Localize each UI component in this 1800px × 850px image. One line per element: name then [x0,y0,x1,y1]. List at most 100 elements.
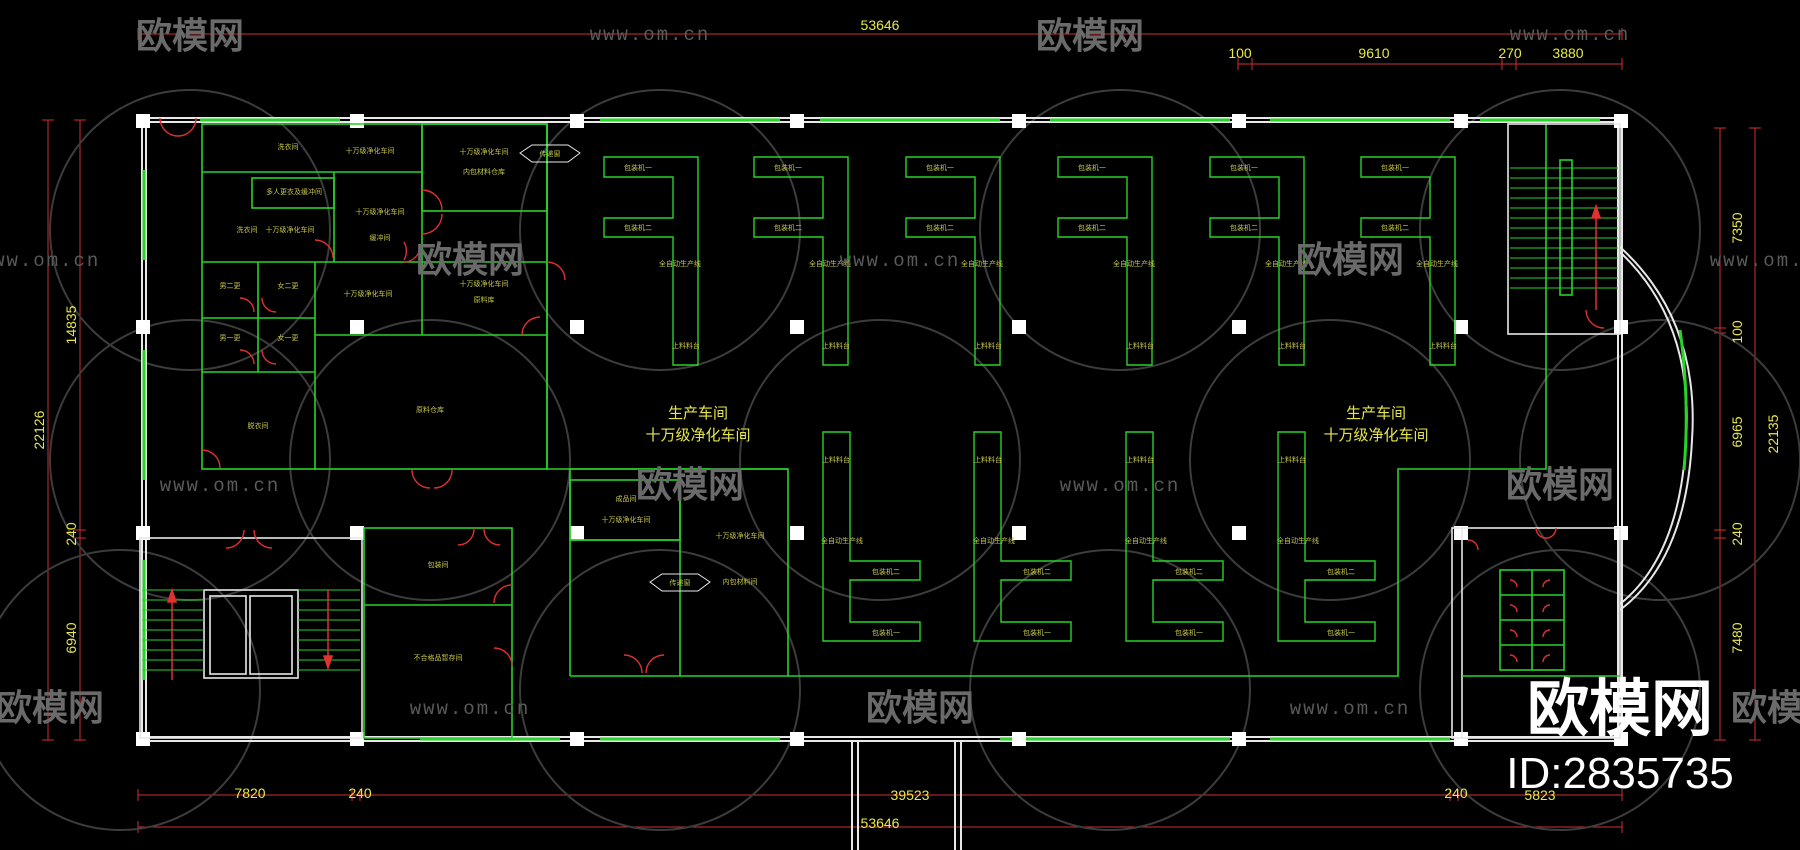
line-label: 包装机一 [1230,163,1258,172]
room-label: 男一更 [220,334,241,342]
dim-right-overall: 22135 [1765,414,1781,453]
room-label: 十万级净化车间 [460,279,509,288]
room-label: 缓冲间 [370,233,391,242]
room-label: 女一更 [278,333,299,342]
production-lines [603,156,1456,642]
dim-right-seg4: 240 [1729,522,1745,546]
room-label: 十万级净化车间 [716,531,765,540]
line-labels: 包装机一 包装机二 全自动生产线 上料料台 包装机一 包装机二 全自动生产线 上… [624,163,1458,637]
line-label: 全自动生产线 [1125,536,1167,545]
room-label: 脱衣间 [248,421,269,430]
watermark-brand: 欧模网 [1036,16,1144,57]
room-label: 十万级净化车间 [344,289,393,298]
line-label: 全自动生产线 [1416,259,1458,268]
watermark-circles [0,89,1800,831]
dim-right-seg3: 6965 [1729,416,1745,447]
room-label: 传递窗 [540,149,561,158]
watermark-brand: 欧模网 [1731,688,1800,729]
line-label: 包装机一 [926,163,954,172]
dim-bottom-seg1: 7820 [234,785,265,801]
watermark-url: www.om.cn [590,24,711,46]
watermark-brand: 欧模网 [636,465,744,506]
watermark-brand: 欧模网 [416,240,524,281]
hall-2-title: 生产车间 [1346,404,1406,422]
watermark-url: www.om.cn [160,475,281,497]
room-label: 原料仓库 [416,405,444,414]
interior-walls [139,123,1621,739]
room-label: 内包材料间 [723,577,758,586]
dim-top-seg3: 270 [1498,45,1522,61]
line-label: 上料料台 [1429,341,1457,350]
room-label: 洗衣间 [237,225,258,234]
dim-bottom-seg4: 240 [1444,785,1468,801]
room-label: 包装间 [428,560,449,569]
room-label: 多人更衣及缓冲间 [266,187,322,196]
dim-left-overall: 22126 [31,410,47,449]
line-label: 全自动生产线 [1265,259,1307,268]
line-label: 上料料台 [1126,341,1154,350]
watermark-url: www.om.cn [1710,250,1800,272]
line-label: 包装机一 [872,628,900,637]
watermark-brand: 欧模网 [866,688,974,729]
hall-1-subtitle: 十万级净化车间 [645,426,750,444]
room-label: 男二更 [220,282,241,290]
line-label: 上料料台 [1126,455,1154,464]
line-label: 包装机一 [1175,628,1203,637]
line-label: 包装机二 [1078,223,1106,232]
dim-bottom-seg2: 240 [348,785,372,801]
line-label: 上料料台 [822,455,850,464]
watermark-brand: 欧模网 [0,688,104,729]
dim-top-seg2: 9610 [1358,45,1389,61]
doors [159,117,1605,674]
line-label: 包装机二 [1175,567,1203,576]
line-label: 全自动生产线 [659,259,701,268]
line-label: 包装机一 [624,163,652,172]
room-label: 十万级净化车间 [460,147,509,156]
room-label: 十万级净化车间 [346,146,395,155]
line-label: 包装机二 [1230,223,1258,232]
hall-1-title: 生产车间 [668,404,728,422]
dim-right-seg1: 7350 [1729,212,1745,243]
dim-right-seg2: 100 [1729,320,1745,344]
outer-walls [141,117,1694,850]
line-label: 全自动生产线 [1277,536,1319,545]
line-label: 上料料台 [1278,341,1306,350]
line-label: 上料料台 [822,341,850,350]
watermark-brand: 欧模网 [136,16,244,57]
line-label: 包装机一 [1078,163,1106,172]
line-label: 包装机二 [926,223,954,232]
line-label: 全自动生产线 [809,259,851,268]
line-label: 包装机一 [1381,163,1409,172]
watermark-url: www.om.cn [1060,475,1181,497]
pass-windows [519,144,711,592]
dim-bottom-seg5: 5823 [1524,787,1555,803]
line-label: 全自动生产线 [973,536,1015,545]
line-label: 上料料台 [974,455,1002,464]
dimension-lines [42,28,1761,833]
badge-brand: 欧模网 [1527,672,1713,745]
watermark-texts: 欧模网 www.om.cn 欧模网 www.om.cn www.om.cn 欧模… [0,16,1800,729]
columns [136,114,1628,746]
line-label: 全自动生产线 [821,536,863,545]
line-label: 包装机二 [872,567,900,576]
watermark-url: www.om.cn [410,698,531,720]
dim-left-seg3: 6940 [63,622,79,653]
line-label: 上料料台 [1278,455,1306,464]
line-label: 上料料台 [672,341,700,350]
line-label: 包装机二 [1381,223,1409,232]
line-label: 全自动生产线 [1113,259,1155,268]
room-label: 原料库 [474,295,495,304]
line-label: 包装机二 [1327,567,1355,576]
room-label: 内包材料仓库 [463,167,505,176]
line-label: 上料料台 [974,341,1002,350]
room-label: 十万级净化车间 [602,515,651,524]
room-label: 传递窗 [670,578,691,587]
watermark-brand: 欧模网 [1296,240,1404,281]
windows [142,118,1688,741]
room-label: 女二更 [278,281,299,290]
dim-top-seg4: 3880 [1552,45,1583,61]
dim-bottom-seg3: 39523 [891,787,930,803]
line-label: 包装机一 [774,163,802,172]
room-label: 十万级净化车间 [356,207,405,216]
